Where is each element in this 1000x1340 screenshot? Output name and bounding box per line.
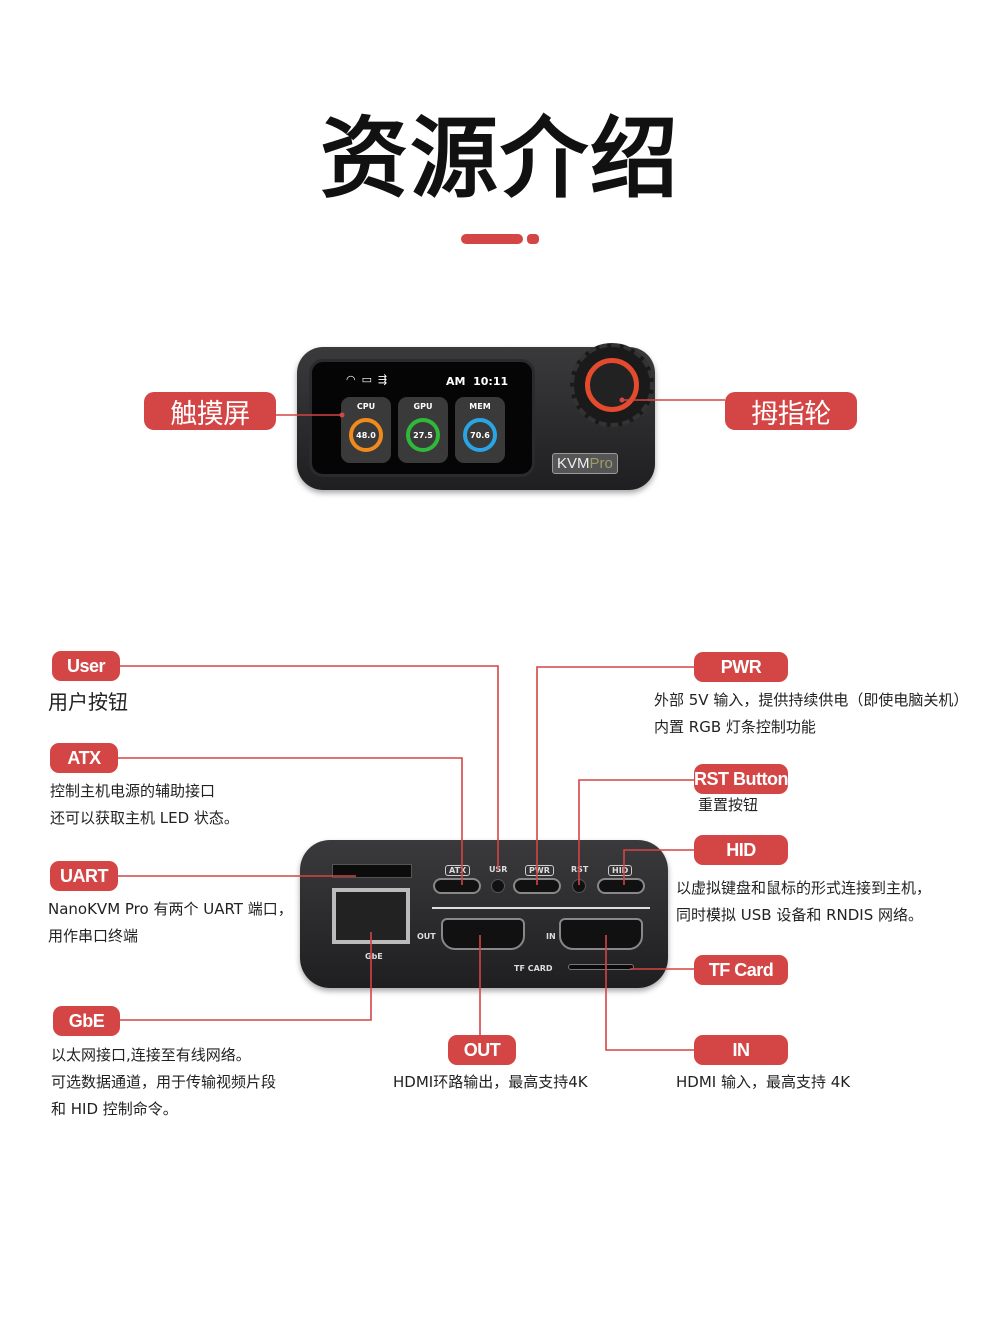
gbe-port-label: GbE xyxy=(365,952,383,961)
title-divider xyxy=(461,234,523,244)
thumbwheel-label: 拇指轮 xyxy=(725,392,857,430)
badge-kvm: KVM xyxy=(557,455,590,472)
thumbwheel xyxy=(570,343,654,427)
rst-port-label: RST xyxy=(571,865,589,874)
touchscreen: ◠▭⇶ AM 10:11 CPU 48.0 GPU 27.5 MEM 70.6 xyxy=(309,359,535,477)
device-rear-image: GbE ATX USR PWR RST HID OUT IN TF CARD xyxy=(300,840,668,988)
card-label: CPU xyxy=(356,402,376,411)
mem-gauge: 70.6 xyxy=(463,418,497,452)
title-divider-dot xyxy=(527,234,539,244)
pwr-desc-2: 内置 RGB 灯条控制功能 xyxy=(654,718,816,736)
device-front-image: ◠▭⇶ AM 10:11 CPU 48.0 GPU 27.5 MEM 70.6 KVM… xyxy=(297,343,655,490)
ethernet-port xyxy=(332,888,410,944)
rst-label: RST Button xyxy=(694,764,788,794)
out-label: OUT xyxy=(448,1035,516,1065)
hdmi-out-port xyxy=(441,918,525,950)
uart-desc-2: 用作串口终端 xyxy=(48,927,139,945)
wifi-icon: ◠ xyxy=(346,373,362,386)
status-icons: ◠▭⇶ xyxy=(346,373,393,386)
card-value: 27.5 xyxy=(413,430,433,440)
cpu-gauge: 48.0 xyxy=(349,418,383,452)
atx-port xyxy=(433,878,481,894)
gbe-desc-1: 以太网接口,连接至有线网络。 xyxy=(51,1046,251,1064)
uart-header xyxy=(332,864,412,878)
hid-desc-2: 同时模拟 USB 设备和 RNDIS 网络。 xyxy=(676,906,924,924)
out-desc: HDMI环路输出，最高支持4K xyxy=(393,1073,588,1091)
screen-time: AM 10:11 xyxy=(446,375,509,388)
uart-desc-1: NanoKVM Pro 有两个 UART 端口， xyxy=(48,900,293,918)
pwr-desc-1: 外部 5V 输入，提供持续供电（即使电脑关机） xyxy=(654,691,969,709)
hid-port xyxy=(597,878,645,894)
card-value: 70.6 xyxy=(470,430,490,440)
cpu-card: CPU 48.0 xyxy=(341,397,391,463)
thumbwheel-ring xyxy=(585,358,639,412)
in-label: IN xyxy=(694,1035,788,1065)
usb-icon: ⇶ xyxy=(378,373,394,386)
hid-port-label: HID xyxy=(608,865,633,876)
hdmi-in-port xyxy=(559,918,643,950)
kvm-pro-badge: KVMPro xyxy=(552,453,618,474)
pwr-port-label: PWR xyxy=(525,865,554,876)
badge-pro: Pro xyxy=(589,455,613,472)
tf-card-callout-label: TF Card xyxy=(694,955,788,985)
user-desc: 用户按钮 xyxy=(48,690,128,714)
usr-port-label: USR xyxy=(489,865,508,874)
atx-desc-2: 还可以获取主机 LED 状态。 xyxy=(50,809,239,827)
gbe-desc-3: 和 HID 控制命令。 xyxy=(51,1100,178,1118)
pwr-port xyxy=(513,878,561,894)
card-label: GPU xyxy=(413,402,433,411)
atx-port-label: ATX xyxy=(445,865,471,876)
atx-label: ATX xyxy=(50,743,118,773)
pwr-label: PWR xyxy=(694,652,788,682)
hdmi-icon: ▭ xyxy=(361,373,379,386)
gbe-label: GbE xyxy=(53,1006,120,1036)
rst-button xyxy=(572,879,586,893)
gpu-gauge: 27.5 xyxy=(406,418,440,452)
divider-line xyxy=(432,907,650,909)
hid-label: HID xyxy=(694,835,788,865)
out-port-label: OUT xyxy=(417,932,436,941)
rst-desc: 重置按钮 xyxy=(698,796,759,814)
in-port-label: IN xyxy=(546,932,556,941)
user-label: User xyxy=(52,651,120,681)
in-desc: HDMI 输入，最高支持 4K xyxy=(676,1073,851,1091)
usr-button xyxy=(491,879,505,893)
tf-card-label: TF CARD xyxy=(514,964,553,973)
gpu-card: GPU 27.5 xyxy=(398,397,448,463)
tf-card-slot xyxy=(568,964,634,970)
atx-desc-1: 控制主机电源的辅助接口 xyxy=(50,782,216,800)
card-value: 48.0 xyxy=(356,430,376,440)
card-label: MEM xyxy=(469,402,491,411)
hid-desc-1: 以虚拟键盘和鼠标的形式连接到主机， xyxy=(676,879,932,897)
uart-label: UART xyxy=(50,861,118,891)
page-title: 资源介绍 xyxy=(319,107,680,210)
touchscreen-label: 触摸屏 xyxy=(144,392,276,430)
mem-card: MEM 70.6 xyxy=(455,397,505,463)
gbe-desc-2: 可选数据通道，用于传输视频片段 xyxy=(51,1073,277,1091)
